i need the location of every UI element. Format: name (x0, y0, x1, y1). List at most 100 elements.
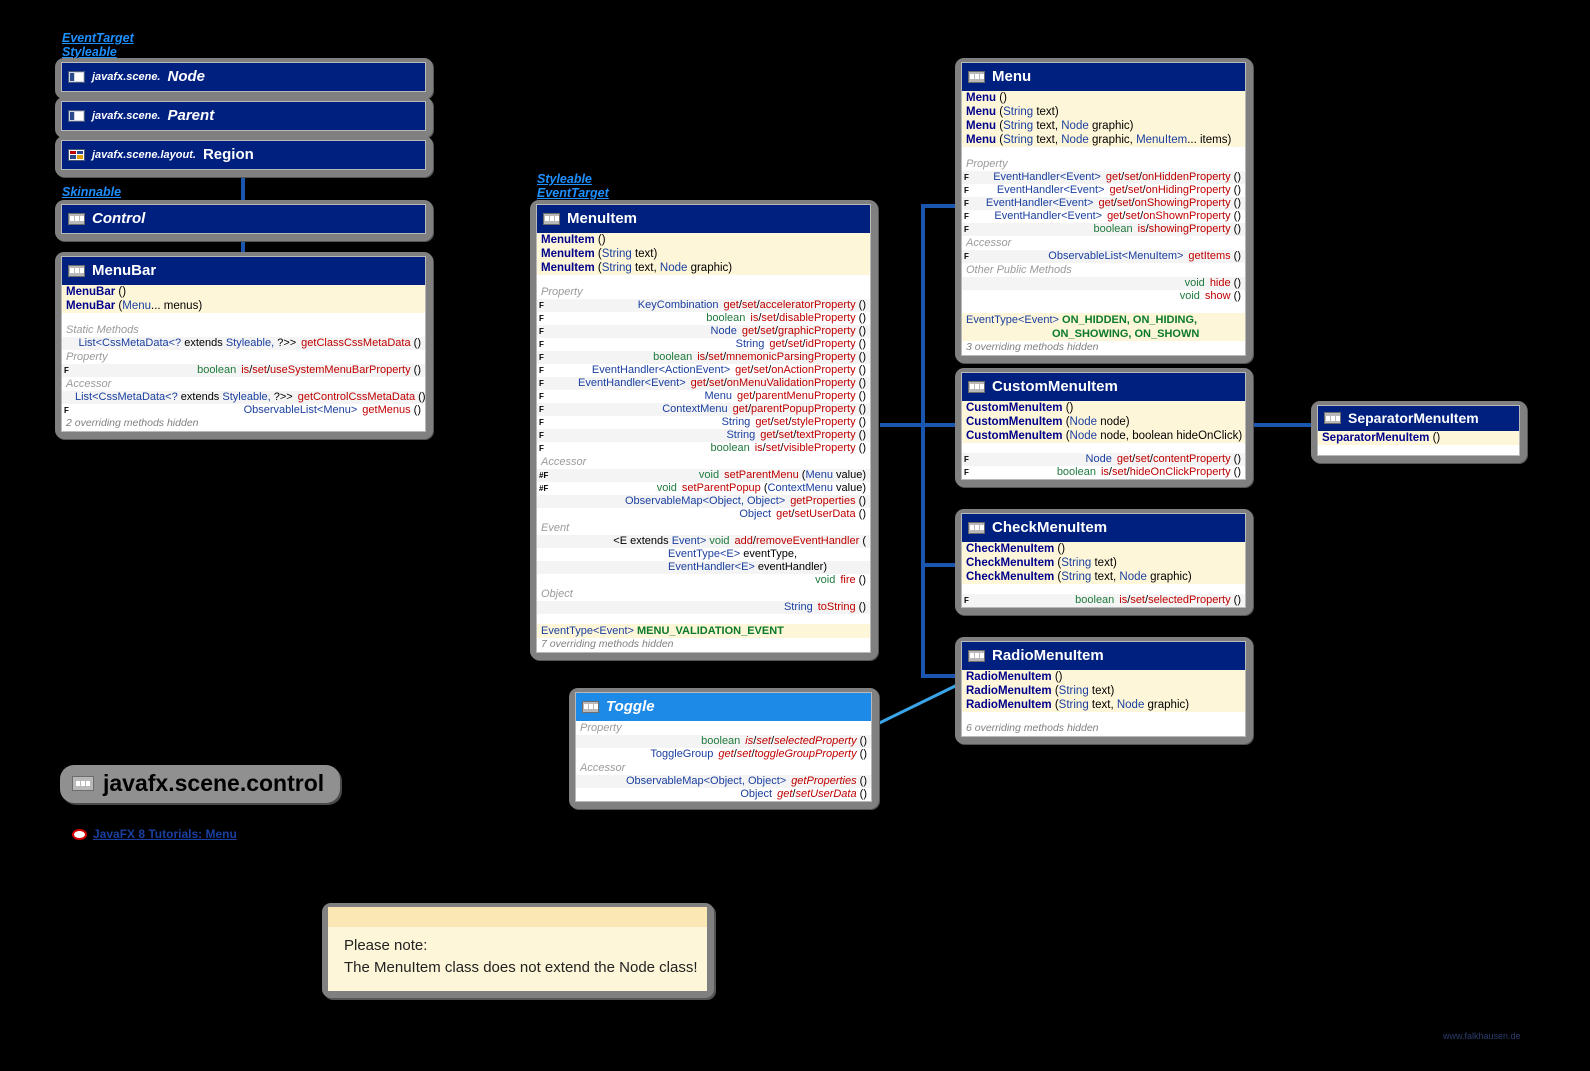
constructor-row: SeparatorMenuItem () (1318, 431, 1519, 445)
class-header-custommenuitem: CustomMenuItem (962, 373, 1245, 401)
member-row-continuation: EventType<E> eventType, (668, 548, 798, 560)
member-type: Node (710, 325, 737, 337)
member-type: boolean (1075, 594, 1115, 606)
member-signature: get/set/contentProperty () (1116, 453, 1241, 465)
class-box-custommenuitem[interactable]: CustomMenuItem CustomMenuItem ()CustomMe… (955, 368, 1253, 487)
members-radiomenuitem: RadioMenuItem ()RadioMenuItem (String te… (962, 670, 1245, 736)
class-name-region: Region (202, 146, 254, 163)
constructor-row: MenuItem (String text) (537, 247, 870, 261)
member-type: void (1179, 290, 1200, 302)
watermark: www.falkhausen.de (1443, 1031, 1521, 1041)
members-menubar: MenuBar ()MenuBar (Menu... menus)Static … (62, 285, 426, 431)
class-box-parent[interactable]: javafx.scene.Parent (55, 97, 433, 138)
tutorial-link[interactable]: JavaFX 8 Tutorials: Menu (72, 827, 237, 841)
member-signature: is/set/mnemonicParsingProperty () (697, 351, 866, 363)
class-box-node[interactable]: javafx.scene.Node (55, 58, 433, 99)
tutorial-link-label[interactable]: JavaFX 8 Tutorials: Menu (93, 827, 237, 841)
class-box-menu[interactable]: Menu Menu ()Menu (String text)Menu (Stri… (955, 58, 1253, 363)
member-signature: is/set/selectedProperty () (745, 735, 867, 747)
connector-to-custommenuitem (921, 423, 955, 427)
section-label: Object (541, 588, 573, 600)
connector-to-separatormenuitem (1250, 423, 1312, 427)
class-package-region: javafx.scene.layout. (92, 148, 196, 161)
modifier-flag: F (539, 379, 544, 388)
modifier-flag: F (539, 366, 544, 375)
member-type: List<CssMetaData<? extends Styleable, ?>… (75, 391, 293, 403)
hidden-methods-note: 3 overriding methods hidden (962, 341, 1245, 355)
constructor-row: Menu () (962, 91, 1245, 105)
member-signature: fire () (840, 574, 866, 586)
member-signature: get/set/textProperty () (760, 429, 866, 441)
constructor-row: CheckMenuItem () (962, 542, 1245, 556)
member-signature: get/set/styleProperty () (755, 416, 866, 428)
section-label: Event (541, 522, 570, 534)
member-row-continuation: EventHandler<E> eventHandler) (537, 561, 870, 574)
member-type: <E extends Event> void (613, 535, 730, 547)
interface-label-skinnable: Skinnable (62, 185, 121, 199)
member-signature: getControlCssMetaData () (297, 391, 426, 403)
member-signature: setParentMenu (Menu value) (724, 469, 866, 481)
member-type: String (726, 429, 756, 441)
modifier-flag: F (539, 301, 544, 310)
connector-to-checkmenuitem (921, 563, 955, 567)
member-signature: getMenus () (362, 404, 421, 416)
class-name-menuitem: MenuItem (567, 210, 638, 227)
class-icon (968, 70, 985, 83)
section-label: Property (580, 722, 622, 734)
class-header-menubar: MenuBar (62, 257, 425, 285)
modifier-flag: F (539, 418, 544, 427)
member-signature: get/set/onActionProperty () (735, 364, 866, 376)
package-title-box: javafx.scene.control (60, 765, 341, 803)
class-header-radiomenuitem: RadioMenuItem (962, 642, 1245, 670)
modifier-flag: F (539, 444, 544, 453)
member-signature: get/setUserData () (777, 788, 867, 800)
member-signature: show () (1204, 290, 1241, 302)
class-box-radiomenuitem[interactable]: RadioMenuItem RadioMenuItem ()RadioMenuI… (955, 637, 1253, 744)
class-box-menubar[interactable]: MenuBar MenuBar ()MenuBar (Menu... menus… (55, 252, 433, 439)
member-signature: is/set/hideOnClickProperty () (1100, 466, 1241, 478)
members-custommenuitem: CustomMenuItem ()CustomMenuItem (Node no… (962, 401, 1245, 479)
connector-trunk-vertical (921, 204, 925, 678)
modifier-flag: #F (539, 471, 549, 480)
modifier-flag: F (64, 366, 69, 375)
section-label: Other Public Methods (966, 264, 1072, 276)
constructor-row: Menu (String text, Node graphic, MenuIte… (962, 133, 1245, 147)
members-menuitem: MenuItem ()MenuItem (String text)MenuIte… (537, 233, 870, 652)
class-name-custommenuitem: CustomMenuItem (992, 378, 1118, 395)
member-type: boolean (1093, 223, 1133, 235)
constructor-row: CheckMenuItem (String text) (962, 556, 1245, 570)
member-signature: get/set/onShowingProperty () (1098, 197, 1242, 209)
class-package-parent: javafx.scene. (92, 109, 161, 122)
class-icon (1324, 412, 1341, 424)
iface-eventtarget-2: EventTarget (537, 186, 609, 200)
class-box-menuitem[interactable]: MenuItem MenuItem ()MenuItem (String tex… (530, 200, 878, 660)
class-icon (968, 521, 985, 534)
member-type: ObservableList<MenuItem> (1048, 250, 1184, 262)
class-box-checkmenuitem[interactable]: CheckMenuItem CheckMenuItem ()CheckMenuI… (955, 509, 1253, 615)
class-header-menuitem: MenuItem (537, 205, 870, 233)
class-box-control[interactable]: Control (55, 200, 433, 241)
section-label: Accessor (541, 456, 587, 468)
class-icon (968, 380, 985, 393)
member-signature: getClassCssMetaData () (301, 337, 421, 349)
member-type: String (783, 601, 813, 613)
class-box-region[interactable]: javafx.scene.layout. Region (55, 136, 433, 177)
class-header-separatormenuitem: SeparatorMenuItem (1318, 406, 1519, 431)
connector-menuitem-stub (880, 423, 925, 427)
member-signature: is/set/selectedProperty () (1119, 594, 1241, 606)
member-signature: get/parentMenuProperty () (736, 390, 866, 402)
member-type: ObservableMap<Object, Object> (625, 775, 787, 787)
class-box-separatormenuitem[interactable]: SeparatorMenuItem SeparatorMenuItem () (1311, 401, 1527, 463)
member-type: boolean (197, 364, 237, 376)
section-label: Property (541, 286, 583, 298)
